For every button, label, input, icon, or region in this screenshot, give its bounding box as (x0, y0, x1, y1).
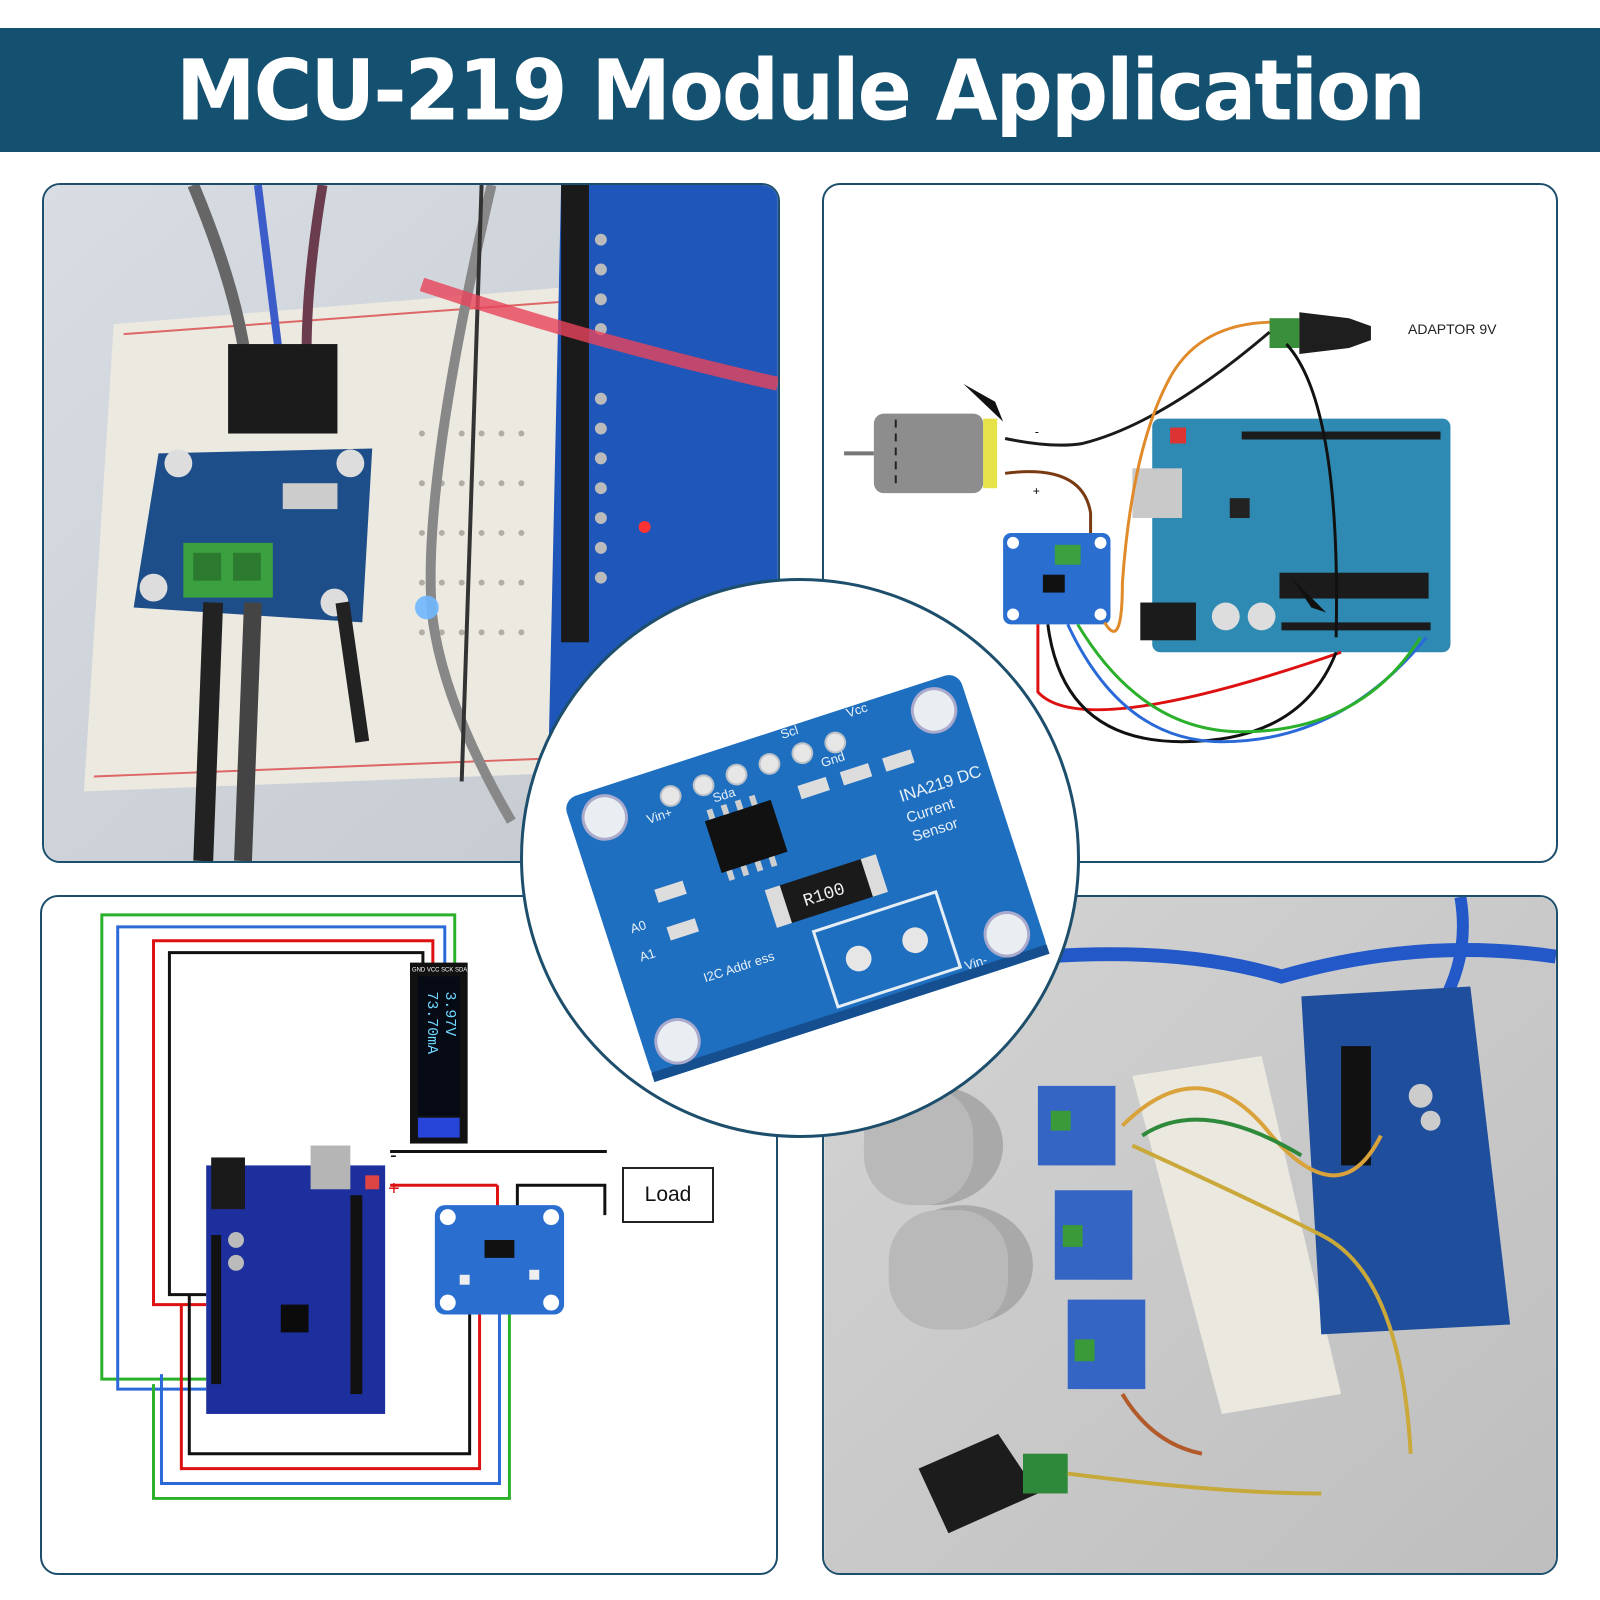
load-box: Load (622, 1167, 714, 1223)
ina219-module-mini (434, 1205, 565, 1315)
adaptor-label: ADAPTOR 9V (1408, 321, 1497, 337)
adaptor-plug (1299, 312, 1371, 354)
silk-a0: A0 (628, 917, 648, 936)
oled-display (409, 962, 468, 1144)
silk-sda: Sda (711, 784, 738, 806)
silk-vcc: Vcc (844, 699, 870, 720)
silk-gnd: Gnd (819, 749, 847, 771)
motor-plus-label: + (1033, 484, 1040, 498)
silk-vin-minus: Vin- (963, 952, 989, 973)
photo-motors-sensors (822, 895, 1558, 1575)
silk-a1: A1 (638, 945, 658, 964)
dc-motor (844, 413, 998, 494)
motors-sensors-photo-illustration (824, 897, 1556, 1573)
title-banner: MCU-219 Module Application (0, 28, 1600, 152)
ina219-module-mini (1003, 532, 1111, 625)
shunt-resistor (777, 858, 875, 924)
load-plus-sign: + (388, 1178, 400, 1200)
diagram-motor-wiring: - + (822, 183, 1558, 863)
oled-current-text: 73.70mA (423, 991, 439, 1054)
load-minus-sign: - (390, 1144, 397, 1166)
oled-voltage-text: 3.97V (441, 991, 457, 1036)
module-closeup-circle: R100 INA219 DC Current Sensor Vcc Scl Gn… (520, 578, 1080, 1138)
silk-scl: Scl (778, 722, 800, 742)
arduino-uno-board (206, 1145, 386, 1414)
oled-wiring-diagram: GND VCC SCK SDA 3.97V 73.70mA - + (100, 913, 607, 1500)
page-title: MCU-219 Module Application (176, 41, 1426, 139)
motor-wiring-diagram: - + (844, 312, 1451, 744)
arduino-uno-board (1132, 418, 1451, 653)
oled-pin-labels: GND VCC SCK SDA (412, 968, 467, 974)
ina219-module-closeup: R100 INA219 DC Current Sensor Vcc Scl Gn… (566, 675, 1050, 1083)
adaptor-terminal (1269, 318, 1300, 349)
ina219-chip (704, 799, 788, 874)
motor-minus-label: - (1035, 425, 1039, 439)
